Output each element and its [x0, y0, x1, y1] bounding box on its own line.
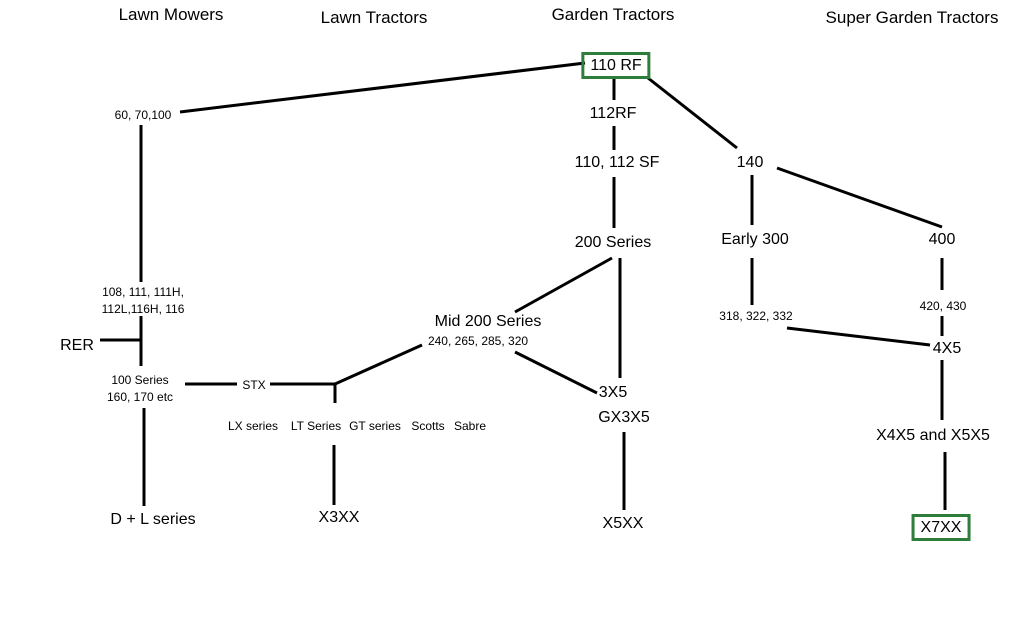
node-d-l-series: D + L series: [110, 511, 196, 528]
line-110rf-to-140: [647, 76, 738, 150]
node-lx-series: LX series: [227, 419, 279, 433]
node-mid-200-models: 240, 265, 285, 320: [427, 334, 529, 348]
line-110rf-to-60-70-100: [179, 61, 586, 114]
node-lt-series: LT Series: [290, 419, 342, 433]
node-108-line-2: 112L,116H, 116: [101, 302, 185, 317]
node-x7xx: X7XX: [911, 514, 971, 541]
node-140: 140: [736, 154, 764, 171]
line-junction-to-mid-200: [334, 343, 423, 386]
node-318-322-332: 318, 322, 332: [719, 309, 793, 323]
node-4x5: 4X5: [932, 340, 962, 357]
line-mid-200-to-3x5: [514, 350, 598, 395]
node-x5xx: X5XX: [602, 515, 644, 532]
node-gx3x5: GX3X5: [598, 409, 650, 426]
node-60-70-100: 60, 70,100: [114, 108, 172, 122]
node-400: 400: [928, 231, 956, 248]
node-200-series: 200 Series: [574, 234, 652, 251]
header-lawn-tractors: Lawn Tractors: [320, 8, 428, 27]
node-108-line-1: 108, 111, 111H,: [102, 285, 184, 299]
node-rer: RER: [60, 337, 94, 354]
line-200-series-to-mid-200: [514, 256, 613, 314]
line-318-to-4x5: [786, 326, 931, 347]
node-mid-200-series: Mid 200 Series: [434, 313, 542, 330]
node-early-300: Early 300: [721, 231, 789, 248]
node-100-series-line-1: 100 Series: [111, 373, 169, 387]
header-lawn-mowers: Lawn Mowers: [118, 5, 224, 24]
node-110-rf: 110 RF: [581, 52, 651, 79]
node-3x5: 3X5: [598, 384, 628, 401]
node-stx: STX: [242, 378, 266, 392]
header-garden-tractors: Garden Tractors: [551, 5, 675, 24]
node-gt-series: GT series: [349, 419, 401, 433]
node-160-170-etc: 160, 170 etc: [106, 390, 174, 405]
node-100-series: 100 Series 160, 170 etc: [107, 372, 173, 407]
node-sabre: Sabre: [453, 419, 487, 433]
header-super-garden-tractors: Super Garden Tractors: [825, 8, 999, 27]
node-112rf: 112RF: [589, 105, 637, 122]
node-x3xx: X3XX: [318, 509, 360, 526]
node-420-430: 420, 430: [919, 299, 967, 313]
node-110-112-sf: 110, 112 SF: [574, 154, 660, 171]
node-108-111-116: 108, 111, 111H, 112L,116H, 116: [102, 284, 185, 319]
line-140-to-400: [776, 166, 943, 229]
node-scotts: Scotts: [411, 419, 445, 433]
node-x4x5-x5x5: X4X5 and X5X5: [876, 427, 990, 444]
